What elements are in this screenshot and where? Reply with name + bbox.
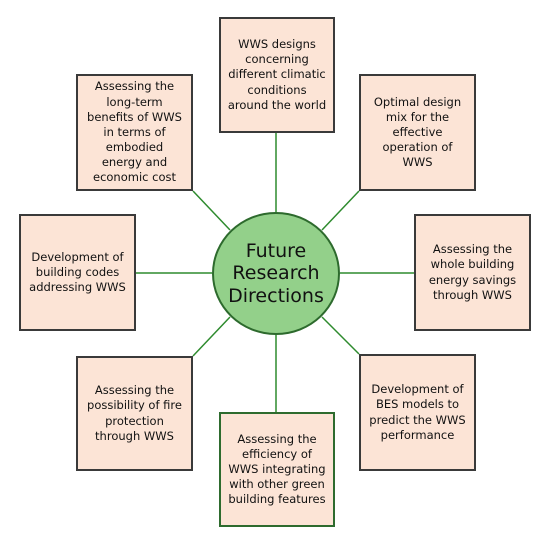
- node-right: Assessing the whole building energy savi…: [414, 214, 531, 331]
- center-hub: Future Research Directions: [212, 212, 340, 335]
- node-left: Development of building codes addressing…: [19, 214, 136, 331]
- node-left-text: Development of building codes addressing…: [29, 249, 126, 295]
- center-hub-label: Future Research Directions: [228, 239, 324, 307]
- node-bottom: Assessing the efficiency of WWS integrat…: [219, 412, 335, 527]
- node-top-right: Optimal design mix for the effective ope…: [359, 74, 476, 191]
- connector-top-right: [321, 190, 360, 231]
- node-top: WWS designs concerning different climati…: [219, 17, 335, 133]
- node-bottom-left-text: Assessing the possibility of fire protec…: [87, 383, 182, 443]
- node-bottom-right: Development of BES models to predict the…: [359, 354, 476, 471]
- node-top-left-text: Assessing the long-term benefits of WWS …: [87, 79, 182, 185]
- connector-top-left: [192, 190, 231, 231]
- node-bottom-text: Assessing the efficiency of WWS integrat…: [228, 431, 326, 507]
- node-bottom-right-text: Development of BES models to predict the…: [369, 382, 466, 442]
- node-top-text: WWS designs concerning different climati…: [227, 37, 327, 112]
- node-right-text: Assessing the whole building energy savi…: [428, 242, 517, 302]
- connector-bottom-right: [321, 316, 360, 355]
- connector-bottom-left: [192, 316, 231, 357]
- node-bottom-left: Assessing the possibility of fire protec…: [76, 356, 193, 471]
- node-top-left: Assessing the long-term benefits of WWS …: [76, 74, 193, 191]
- node-top-right-text: Optimal design mix for the effective ope…: [373, 94, 462, 170]
